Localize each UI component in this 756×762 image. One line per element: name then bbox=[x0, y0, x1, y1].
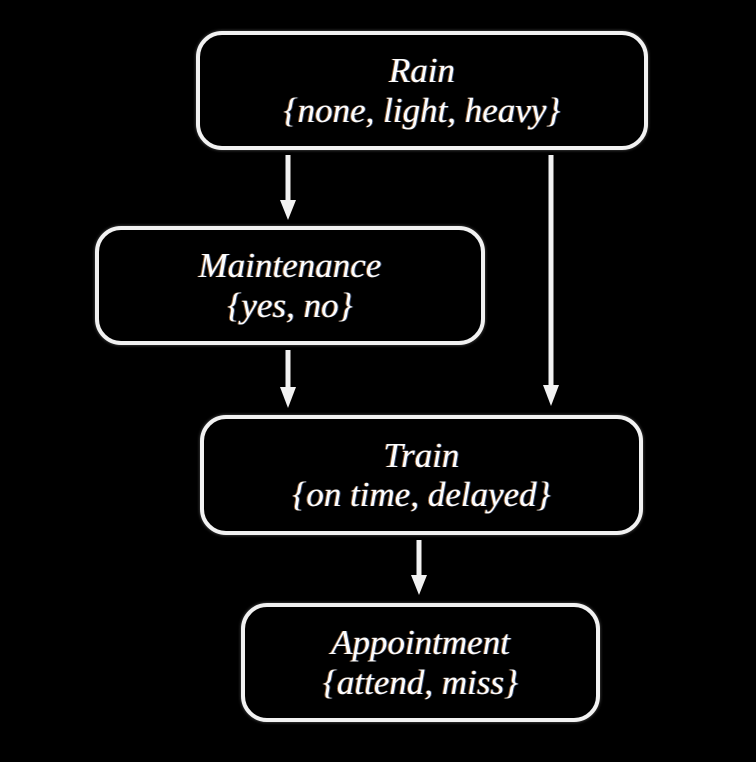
node-rain[interactable]: Rain {none, light, heavy} bbox=[196, 31, 648, 150]
node-rain-label: Rain bbox=[388, 51, 456, 91]
node-appointment[interactable]: Appointment {attend, miss} bbox=[241, 603, 600, 722]
node-train[interactable]: Train {on time, delayed} bbox=[200, 415, 643, 535]
node-maintenance-states: {yes, no} bbox=[227, 285, 353, 325]
node-maintenance-label: Maintenance bbox=[198, 246, 382, 286]
node-appointment-states: {attend, miss} bbox=[322, 662, 519, 702]
node-maintenance[interactable]: Maintenance {yes, no} bbox=[95, 226, 485, 345]
node-appointment-label: Appointment bbox=[331, 623, 510, 663]
node-train-label: Train bbox=[383, 435, 460, 475]
node-rain-states: {none, light, heavy} bbox=[283, 90, 561, 130]
node-train-states: {on time, delayed} bbox=[292, 475, 551, 514]
